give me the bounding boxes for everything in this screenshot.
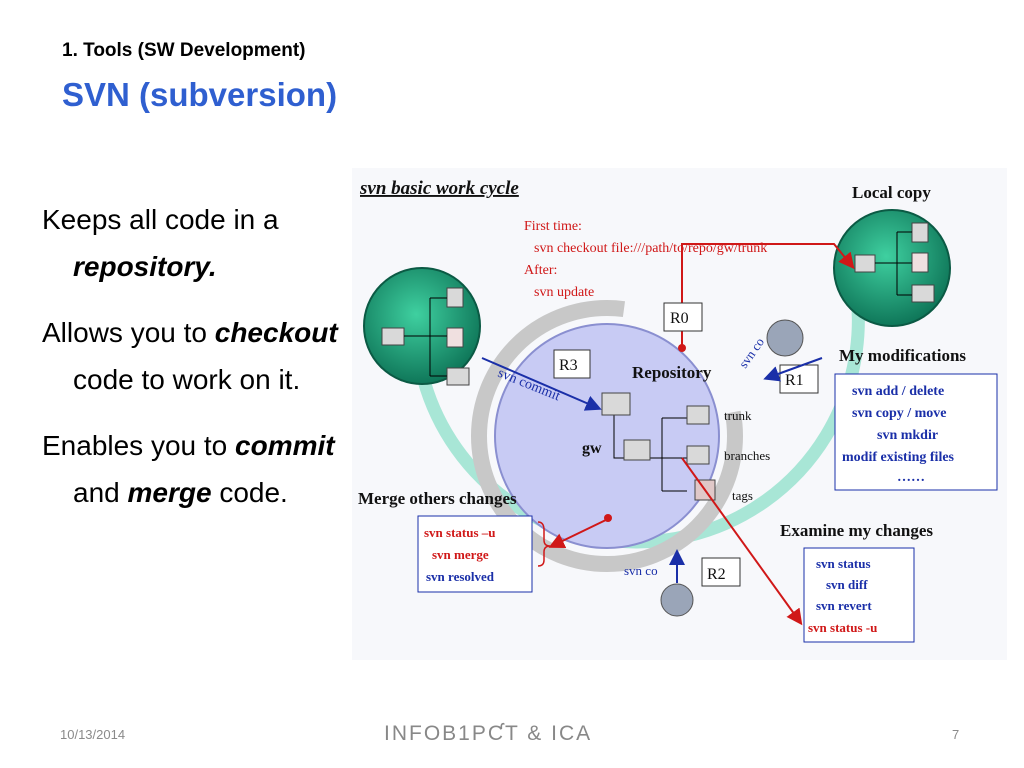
examine-item-3: svn revert	[816, 598, 872, 613]
working-copy-icons	[381, 287, 470, 386]
branches-label: branches	[724, 448, 770, 463]
slide-subtitle: 1. Tools (SW Development)	[62, 40, 306, 61]
trunk-label: trunk	[724, 408, 752, 423]
r0-label: R0	[670, 310, 689, 327]
bullet-text: Keeps all code in a	[42, 204, 279, 235]
merge-item-3: svn resolved	[426, 569, 495, 584]
bullet-repository: Keeps all code in a repository.	[42, 196, 342, 290]
examine-item-1: svn status	[816, 556, 871, 571]
commit-arrow	[481, 357, 602, 411]
examine-item-2: svn diff	[826, 577, 868, 592]
bullet-emphasis: checkout	[214, 317, 338, 348]
local-copy-circle	[833, 209, 951, 327]
svn-workcycle-diagram: svn basic work cycle Local copy First ti…	[352, 168, 1007, 660]
r0-box	[663, 302, 703, 332]
bullet-commit-merge: Enables you to commit and merge code.	[42, 422, 342, 516]
mod-item-5: ……	[897, 470, 925, 485]
mod-item-3: svn mkdir	[877, 428, 938, 443]
examine-arrow	[681, 457, 803, 626]
checkout-arrow	[681, 243, 855, 348]
footer-date: 10/13/2014	[60, 727, 126, 742]
bullet-list: Keeps all code in a repository. Allows y…	[42, 196, 342, 535]
bullet-text: code.	[211, 477, 288, 508]
r1-box	[779, 364, 819, 394]
examine-item-4: svn status -u	[808, 620, 877, 635]
gw-label: gw	[582, 440, 602, 457]
co-node-bottom	[660, 583, 694, 617]
inner-ring	[471, 300, 743, 572]
bullet-text: code to work on it.	[73, 364, 301, 395]
repository-label: Repository	[632, 363, 712, 382]
svn-co-bottom-label: svn co	[624, 563, 658, 578]
slide-title: SVN (subversion)	[62, 76, 338, 113]
first-time-label: First time:	[524, 219, 582, 234]
svn-co-top-label: svn co	[736, 335, 768, 371]
merge-item-2: svn merge	[432, 547, 489, 562]
r1-arrow	[763, 357, 823, 382]
repository-folders	[601, 392, 716, 501]
r3-label: R3	[559, 357, 578, 374]
footer-page-number: 7	[952, 727, 960, 742]
diagram-heading: svn basic work cycle	[359, 178, 519, 199]
local-copy-icons	[854, 222, 935, 303]
co-node-top	[766, 319, 804, 357]
r2-label: R2	[707, 566, 726, 583]
after-label: After:	[524, 263, 557, 278]
bullet-emphasis: commit	[235, 430, 335, 461]
r2-box	[701, 557, 741, 587]
bullet-text: Enables you to	[42, 430, 236, 461]
merge-arrow	[548, 517, 611, 548]
my-modifications-box	[834, 373, 998, 491]
tags-label: tags	[732, 488, 753, 503]
local-copy-label: Local copy	[852, 183, 931, 202]
merge-item-1: svn status –u	[424, 525, 496, 540]
bullet-emphasis: repository.	[73, 251, 217, 282]
bullet-checkout: Allows you to checkout code to work on i…	[42, 309, 342, 403]
r1-label: R1	[785, 372, 804, 389]
repo-dot-top	[678, 344, 686, 352]
merge-box	[417, 515, 533, 593]
examine-box	[803, 547, 915, 643]
footer-logo: INFOB1PƇT & ICA	[384, 722, 593, 745]
bullet-emphasis: merge	[127, 477, 212, 508]
examine-heading: Examine my changes	[780, 521, 933, 540]
update-cmd: svn update	[534, 285, 594, 300]
bullet-text: Allows you to	[42, 317, 215, 348]
mod-item-4: modif existing files	[842, 450, 955, 465]
working-copy-circle	[363, 267, 481, 385]
my-modifications-heading: My modifications	[839, 346, 966, 365]
mod-item-1: svn add / delete	[852, 384, 944, 399]
merge-heading: Merge others changes	[358, 489, 517, 508]
repo-dot-bottom	[604, 514, 612, 522]
repository-tree	[613, 408, 687, 492]
bullet-text: and	[73, 477, 128, 508]
mod-item-2: svn copy / move	[852, 406, 947, 421]
r3-box	[553, 349, 591, 379]
repository-circle	[494, 323, 720, 549]
diagram-svg: svn basic work cycle Local copy First ti…	[358, 178, 998, 643]
